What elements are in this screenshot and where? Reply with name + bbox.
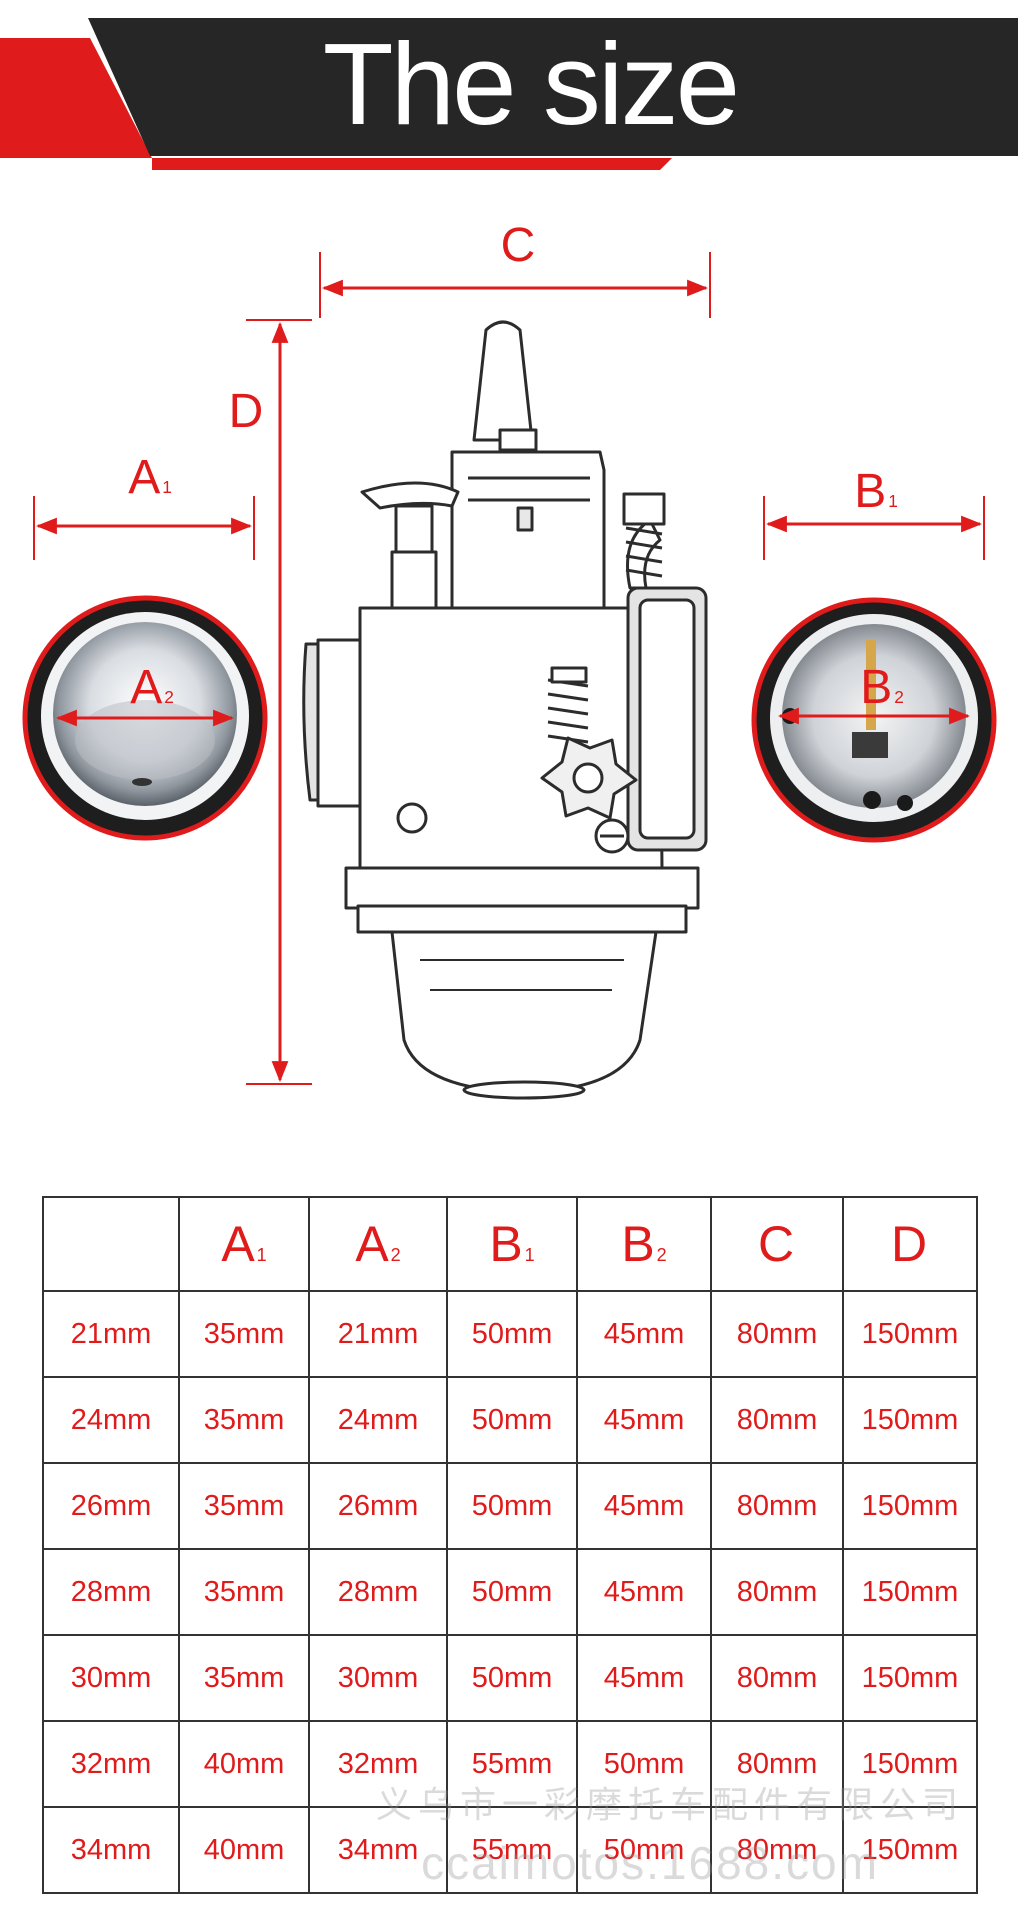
table-cell: 45mm [576,1634,712,1722]
label-a1-sub: 1 [162,477,172,497]
table-cell: 55mm [446,1720,578,1808]
table-cell: 50mm [446,1376,578,1464]
table-cell: 150mm [842,1376,978,1464]
table-cell: 80mm [710,1462,844,1550]
table-cell: 28mm [308,1548,448,1636]
table-cell: 150mm [842,1290,978,1378]
header-cell-d: D [842,1196,978,1292]
table-cell: 150mm [842,1634,978,1722]
label-d: D [228,385,264,438]
table-cell: 80mm [710,1720,844,1808]
table-cell: 80mm [710,1806,844,1894]
label-b1-main: B [854,465,887,518]
label-a2-sub: 2 [164,687,174,707]
table-cell: 21mm [308,1290,448,1378]
table-cell: 50mm [446,1290,578,1378]
label-b2-main: B [860,661,893,714]
banner-dark-band [88,18,1018,156]
table-cell: 24mm [42,1376,180,1464]
banner-title: The size [322,19,740,149]
table-cell: 26mm [308,1462,448,1550]
table-cell: 28mm [42,1548,180,1636]
watermark-url: ccaimotos.1688.com [421,1837,879,1889]
header-cell-c: C [710,1196,844,1292]
table-cell: 80mm [710,1634,844,1722]
table-cell: 35mm [178,1548,310,1636]
table-cell: 50mm [446,1548,578,1636]
table-cell: 35mm [178,1462,310,1550]
table-cell: 45mm [576,1376,712,1464]
table-cell: 34mm [42,1806,180,1894]
label-a2-main: A [130,661,163,714]
label-c: C [500,219,536,272]
table-cell: 45mm [576,1548,712,1636]
table-cell: 50mm [576,1806,712,1894]
table-cell: 35mm [178,1634,310,1722]
table-cell: 45mm [576,1462,712,1550]
table-cell: 45mm [576,1290,712,1378]
table-cell: 30mm [308,1634,448,1722]
banner-red-underline [152,158,672,170]
table-cell: 32mm [42,1720,180,1808]
table-cell: 26mm [42,1462,180,1550]
table-cell: 80mm [710,1376,844,1464]
title-banner [0,18,1018,170]
table-cell: 150mm [842,1720,978,1808]
table-cell: 150mm [842,1548,978,1636]
carburetor-sketch [302,320,708,1100]
label-b2-sub: 2 [894,687,904,707]
table-cell: 50mm [446,1462,578,1550]
table-cell: 24mm [308,1376,448,1464]
label-a1-main: A [128,451,161,504]
table-cell: 35mm [178,1290,310,1378]
watermark-company: 义乌市一彩摩托车配件有限公司 [375,1784,964,1825]
table-cell: 35mm [178,1376,310,1464]
table-cell: 40mm [178,1720,310,1808]
label-b1-sub: 1 [888,491,898,511]
table-cell: 80mm [710,1548,844,1636]
table-cell: 21mm [42,1290,180,1378]
table-cell: 50mm [446,1634,578,1722]
table-cell: 32mm [308,1720,448,1808]
banner-red-stripe [0,38,152,158]
header-cell-bore [42,1196,180,1292]
table-cell: 50mm [576,1720,712,1808]
table-cell: 150mm [842,1806,978,1894]
table-cell: 80mm [710,1290,844,1378]
table-cell: 34mm [308,1806,448,1894]
table-cell: 30mm [42,1634,180,1722]
table-cell: 40mm [178,1806,310,1894]
table-cell: 55mm [446,1806,578,1894]
table-cell: 150mm [842,1462,978,1550]
